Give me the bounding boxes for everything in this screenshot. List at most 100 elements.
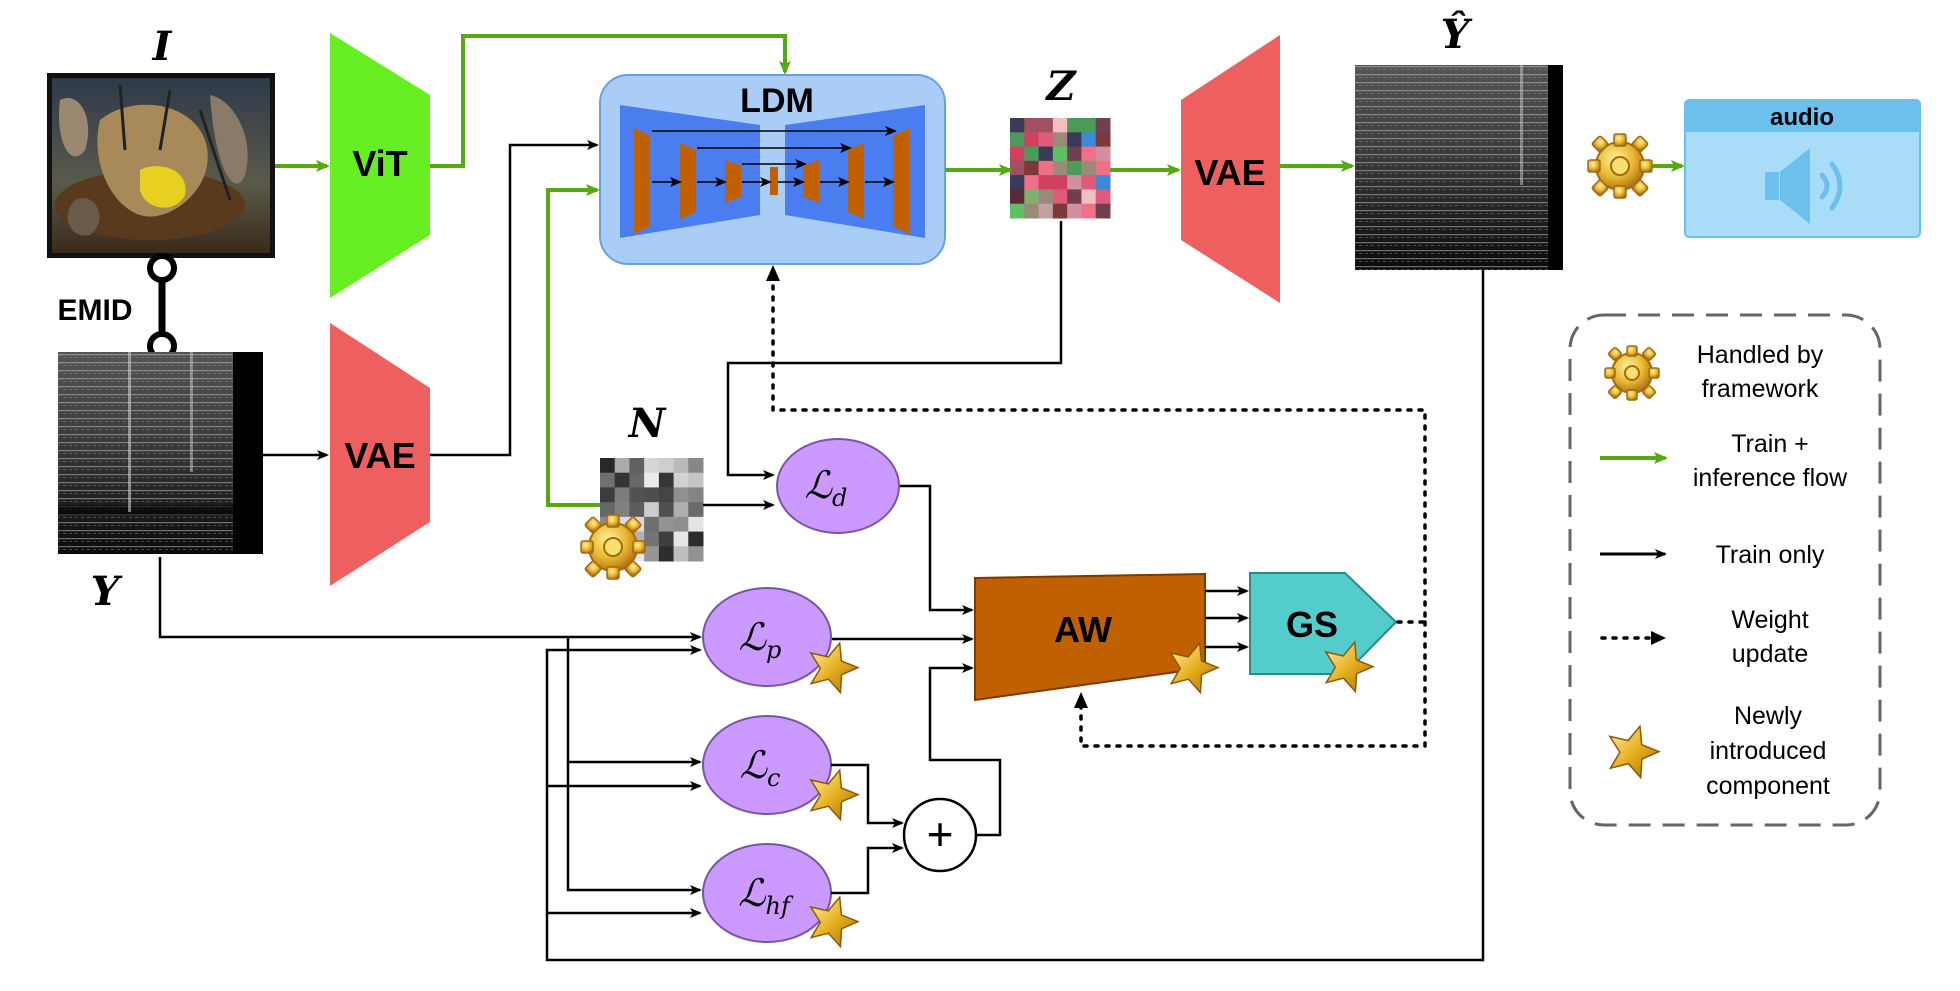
noise-cell [614, 502, 630, 518]
star-icon [809, 641, 860, 695]
latent-cell [1052, 118, 1068, 133]
latent-cell [1024, 189, 1040, 205]
latent-cell [1010, 132, 1025, 148]
noise-cell [644, 516, 660, 533]
aw-label: AW [1054, 609, 1112, 650]
latent-cell [1081, 175, 1097, 190]
latent-grid [1010, 118, 1111, 219]
latent-cell [1081, 132, 1097, 148]
noise-cell [658, 531, 675, 547]
sum-label: + [927, 808, 954, 860]
latent-cell [1038, 146, 1054, 162]
noise-cell [614, 472, 630, 488]
noise-cell [658, 546, 675, 562]
noise-cell [673, 531, 689, 547]
noise-cell [644, 502, 660, 518]
gear-icon [1587, 133, 1653, 199]
noise-cell [658, 472, 675, 488]
latent-cell [1052, 132, 1068, 148]
noise-cell [629, 472, 645, 488]
latent-cell [1052, 160, 1068, 176]
noise-cell [629, 502, 645, 518]
noise-cell [600, 458, 616, 474]
latent-cell [1010, 118, 1025, 133]
latent-cell [1081, 189, 1097, 205]
latent-cell [1067, 175, 1082, 190]
noise-cell [688, 502, 704, 518]
legend-dotted-arrowhead [1651, 631, 1666, 645]
latent-cell [1067, 189, 1082, 205]
noise-cell [673, 487, 689, 503]
latent-cell [1024, 118, 1040, 133]
ldm-label: LDM [740, 82, 814, 120]
weight-update-flows [771, 273, 1427, 748]
loss-d-node [776, 438, 900, 534]
noise-cell [688, 458, 704, 474]
latent-cell [1010, 203, 1025, 219]
noise-cell [658, 487, 675, 503]
star-icon [809, 768, 860, 822]
vae-encoder-label: VAE [344, 435, 415, 476]
latent-cell [1095, 203, 1111, 219]
loss-p-label: ℒp [739, 615, 782, 664]
latent-cell [1081, 146, 1097, 162]
spectrogram-label: Y [91, 568, 123, 615]
noise-cell [658, 458, 675, 474]
noise-cell [673, 516, 689, 533]
gs-node [1249, 572, 1398, 675]
latent-cell [1038, 175, 1054, 190]
latent-cell [1052, 175, 1068, 190]
train-only-flows [158, 140, 1485, 962]
latent-cell [1095, 160, 1111, 176]
latent-label: Z [1044, 63, 1077, 110]
latent-cell [1038, 203, 1054, 219]
vit-encoder [330, 33, 430, 298]
latent-cell [1081, 160, 1097, 176]
latent-cell [1081, 203, 1097, 219]
noise-cell [614, 458, 630, 474]
noise-cell [673, 546, 689, 562]
latent-cell [1024, 203, 1040, 219]
star-icon [1324, 640, 1375, 694]
latent-cell [1067, 132, 1082, 148]
latent-cell [1095, 175, 1111, 190]
latent-cell [1010, 175, 1025, 190]
image-label: I [152, 23, 173, 70]
latent-cell [1067, 118, 1082, 133]
latent-cell [1095, 146, 1111, 162]
noise-cell [673, 458, 689, 474]
latent-cell [1095, 189, 1111, 205]
emid-link [147, 253, 177, 361]
legend-train-only-text: Train only [1716, 541, 1825, 569]
gear-icon [580, 514, 646, 580]
noise-cell [600, 472, 616, 488]
vit-label: ViT [352, 143, 407, 184]
noise-cell [600, 487, 616, 503]
star-icon [1608, 724, 1661, 780]
noise-label: N [627, 400, 667, 447]
latent-cell [1010, 189, 1025, 205]
speaker-icon [1765, 148, 1843, 224]
loss-c-label: ℒc [740, 743, 781, 792]
latent-cell [1095, 132, 1111, 148]
noise-cell [658, 516, 675, 533]
star-icon [1169, 641, 1220, 695]
latent-cell [1038, 160, 1054, 176]
noise-cell [673, 472, 689, 488]
vae-decoder-label: VAE [1194, 152, 1265, 193]
noise-cell [614, 487, 630, 503]
noise-cell [629, 458, 645, 474]
latent-cell [1010, 160, 1025, 176]
latent-cell [1038, 132, 1054, 148]
weight-arrowhead-ldm [766, 265, 780, 281]
latent-cell [1067, 160, 1082, 176]
latent-cell [1038, 189, 1054, 205]
latent-cell [1024, 175, 1040, 190]
vae-encoder [330, 323, 430, 586]
latent-cell [1067, 203, 1082, 219]
noise-cell [644, 458, 660, 474]
noise-cell [688, 516, 704, 533]
legend-box [1568, 313, 1882, 827]
